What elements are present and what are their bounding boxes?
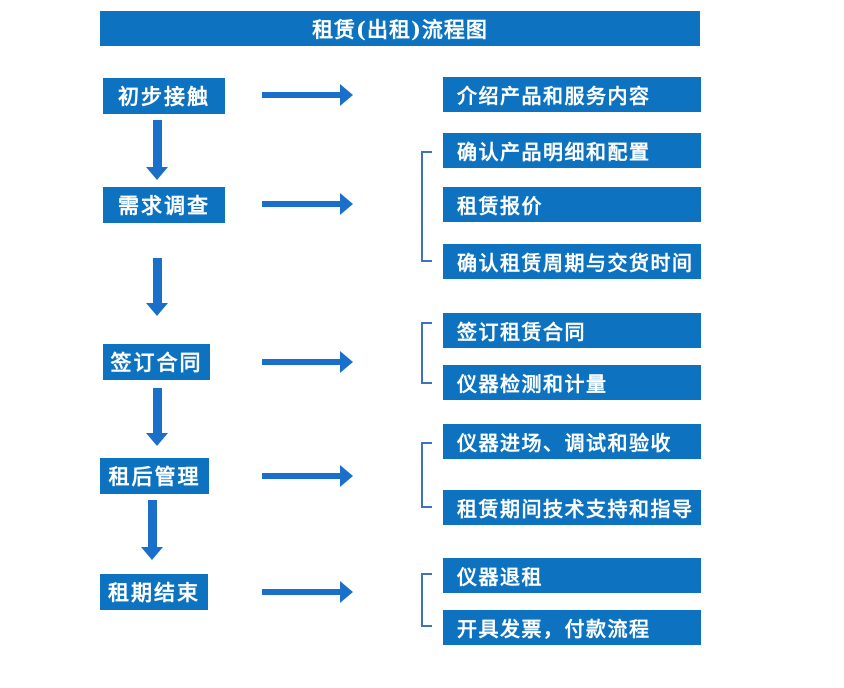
right-arrow-shaft: [262, 201, 341, 207]
down-arrow-4: [141, 500, 164, 560]
flowchart-title: 租赁(出租)流程图: [100, 11, 700, 46]
right-arrow-head: [340, 193, 353, 215]
down-arrow-2: [146, 258, 169, 316]
detail-box-confirm-period: 确认租赁周期与交货时间: [443, 244, 701, 279]
detail-box-instrument-setup: 仪器进场、调试和验收: [443, 424, 701, 459]
step-box-demand-survey: 需求调查: [103, 187, 225, 223]
right-arrow-1: [262, 84, 353, 106]
bracket-demand-survey-group: [421, 151, 432, 262]
down-arrow-3: [146, 388, 169, 446]
right-arrow-3: [262, 351, 353, 373]
right-arrow-shaft: [262, 473, 341, 479]
down-arrow-shaft: [148, 500, 157, 548]
detail-box-instrument-testing: 仪器检测和计量: [443, 365, 701, 400]
step-box-initial-contact: 初步接触: [103, 78, 225, 114]
detail-box-instrument-return: 仪器退租: [443, 558, 701, 593]
step-box-rental-end: 租期结束: [100, 574, 208, 610]
bracket-sign-contract-group: [421, 322, 432, 384]
right-arrow-shaft: [262, 359, 341, 365]
down-arrow-shaft: [153, 388, 162, 434]
down-arrow-1: [146, 120, 169, 180]
detail-box-rental-quotation: 租赁报价: [443, 187, 701, 222]
bracket-rental-end-group: [421, 573, 432, 627]
detail-box-sign-rental-contract: 签订租赁合同: [443, 313, 701, 348]
bracket-post-rental-mgmt-group: [421, 442, 432, 508]
detail-box-introduce-products: 介绍产品和服务内容: [443, 77, 701, 112]
down-arrow-head: [146, 303, 168, 316]
right-arrow-shaft: [262, 92, 341, 98]
right-arrow-head: [340, 84, 353, 106]
down-arrow-head: [146, 167, 168, 180]
detail-box-confirm-product-spec: 确认产品明细和配置: [443, 133, 701, 168]
right-arrow-shaft: [262, 589, 341, 595]
detail-box-invoice-payment: 开具发票，付款流程: [443, 610, 701, 645]
right-arrow-4: [262, 465, 353, 487]
step-box-post-rental-mgmt: 租后管理: [100, 458, 209, 494]
right-arrow-head: [340, 581, 353, 603]
down-arrow-head: [146, 433, 168, 446]
step-box-sign-contract: 签订合同: [103, 344, 210, 380]
right-arrow-2: [262, 193, 353, 215]
right-arrow-head: [340, 465, 353, 487]
down-arrow-shaft: [153, 258, 162, 304]
right-arrow-5: [262, 581, 353, 603]
right-arrow-head: [340, 351, 353, 373]
down-arrow-shaft: [153, 120, 162, 168]
detail-box-tech-support: 租赁期间技术支持和指导: [443, 490, 701, 525]
down-arrow-head: [141, 547, 163, 560]
